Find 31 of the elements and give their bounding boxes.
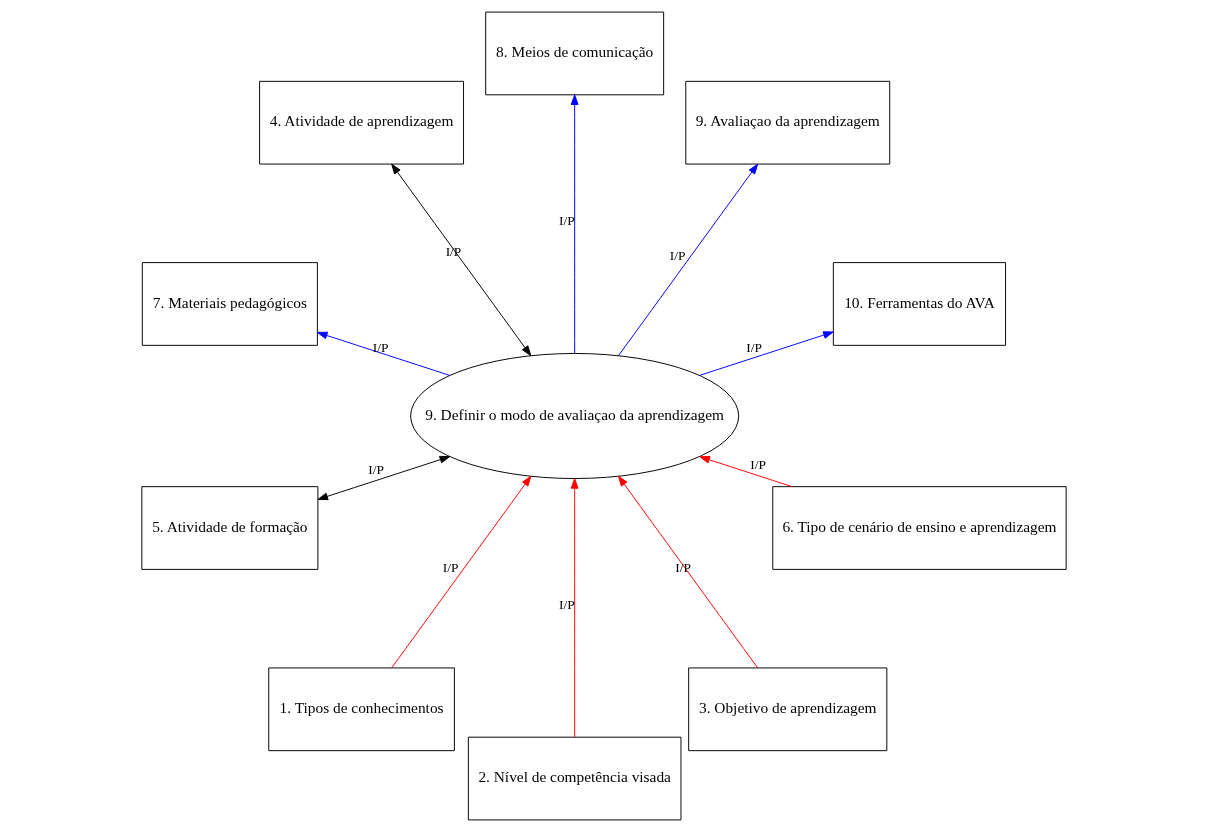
arrow [617, 475, 758, 669]
node-box: 6. Tipo de cenário de ensino e aprendizagem [771, 486, 1067, 570]
edge-label: I/P [669, 248, 685, 264]
node-ellipse: 9. Definir o modo de avaliaçao da aprendizagem [409, 353, 739, 479]
arrow [698, 331, 834, 376]
node-box: 2. Nível de competência visada [467, 736, 681, 821]
edge-label: I/P [745, 339, 762, 355]
arrow [390, 163, 531, 357]
arrow [570, 94, 578, 354]
node-box: 8. Meios de comunicação [484, 11, 664, 96]
node-box: 9. Avaliaçao da aprendizagem [684, 80, 890, 165]
arrow [317, 455, 450, 501]
edge-label: I/P [445, 244, 461, 260]
node-box: 3. Objetivo de aprendizagem [687, 667, 887, 752]
edge-label: I/P [674, 560, 691, 576]
arrow [570, 478, 578, 738]
edge-label: I/P [558, 597, 575, 613]
node-box: 10. Ferramentas do AVA [832, 262, 1006, 346]
node-box: 4. Atividade de aprendizagem [258, 80, 464, 165]
node-box: 5. Atividade de formação [140, 486, 318, 570]
arrow [390, 475, 531, 669]
edge-label: I/P [442, 560, 459, 576]
node-box: 1. Tipos de conhecimentos [267, 667, 455, 752]
edge-label: I/P [372, 339, 388, 355]
arrow [698, 455, 792, 488]
edge-label: I/P [749, 457, 766, 473]
edge-label: I/P [558, 213, 575, 229]
arrow [316, 331, 450, 376]
node-box: 7. Materiais pedagógicos [141, 262, 318, 346]
edge-label: I/P [367, 462, 384, 478]
arrow [617, 163, 758, 357]
